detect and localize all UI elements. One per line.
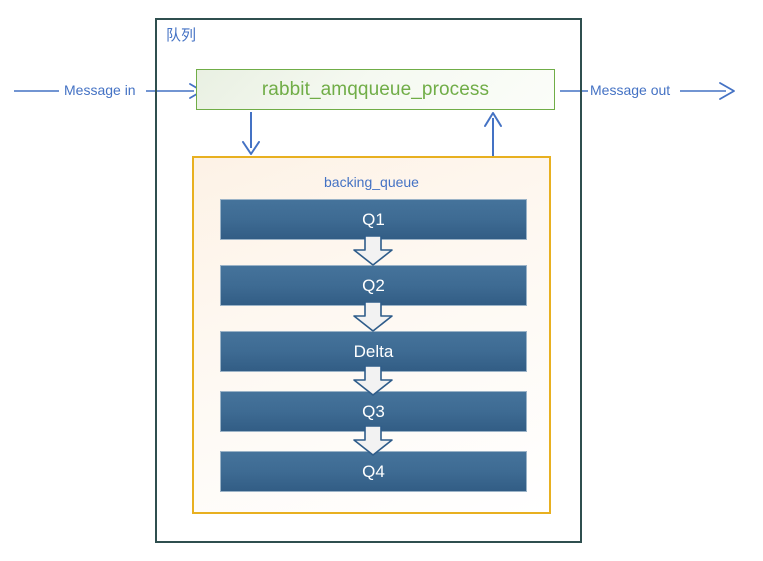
queue-stage-box[interactable]: Q4 <box>220 451 527 492</box>
block-arrow-down-icon <box>353 426 393 456</box>
queue-title-label: 队列 <box>166 27 197 44</box>
queue-stage-box[interactable]: Q1 <box>220 199 527 240</box>
message-out-arrow <box>560 82 735 100</box>
backing-queue-label: backing_queue <box>324 174 419 190</box>
message-out-flow: Message out <box>560 78 750 104</box>
arrow-down-icon <box>242 112 260 155</box>
queue-stage-label: Q4 <box>362 461 385 481</box>
block-arrow-down-icon <box>353 302 393 332</box>
queue-stage-label: Delta <box>353 341 394 361</box>
message-out-label: Message out <box>590 82 671 98</box>
block-arrow-down-icon <box>353 236 393 266</box>
queue-stage-label: Q1 <box>362 209 385 229</box>
block-arrow-down-icon <box>353 366 393 396</box>
rabbit-amqqueue-process-box[interactable]: rabbit_amqqueue_process <box>196 69 555 110</box>
queue-stage-label: Q3 <box>362 401 385 421</box>
queue-stage-box[interactable]: Q2 <box>220 265 527 306</box>
queue-container <box>155 18 582 543</box>
process-label: rabbit_amqqueue_process <box>261 78 490 100</box>
arrow-up-icon <box>484 112 502 156</box>
message-in-label: Message in <box>64 82 136 98</box>
queue-stage-label: Q2 <box>362 275 385 295</box>
